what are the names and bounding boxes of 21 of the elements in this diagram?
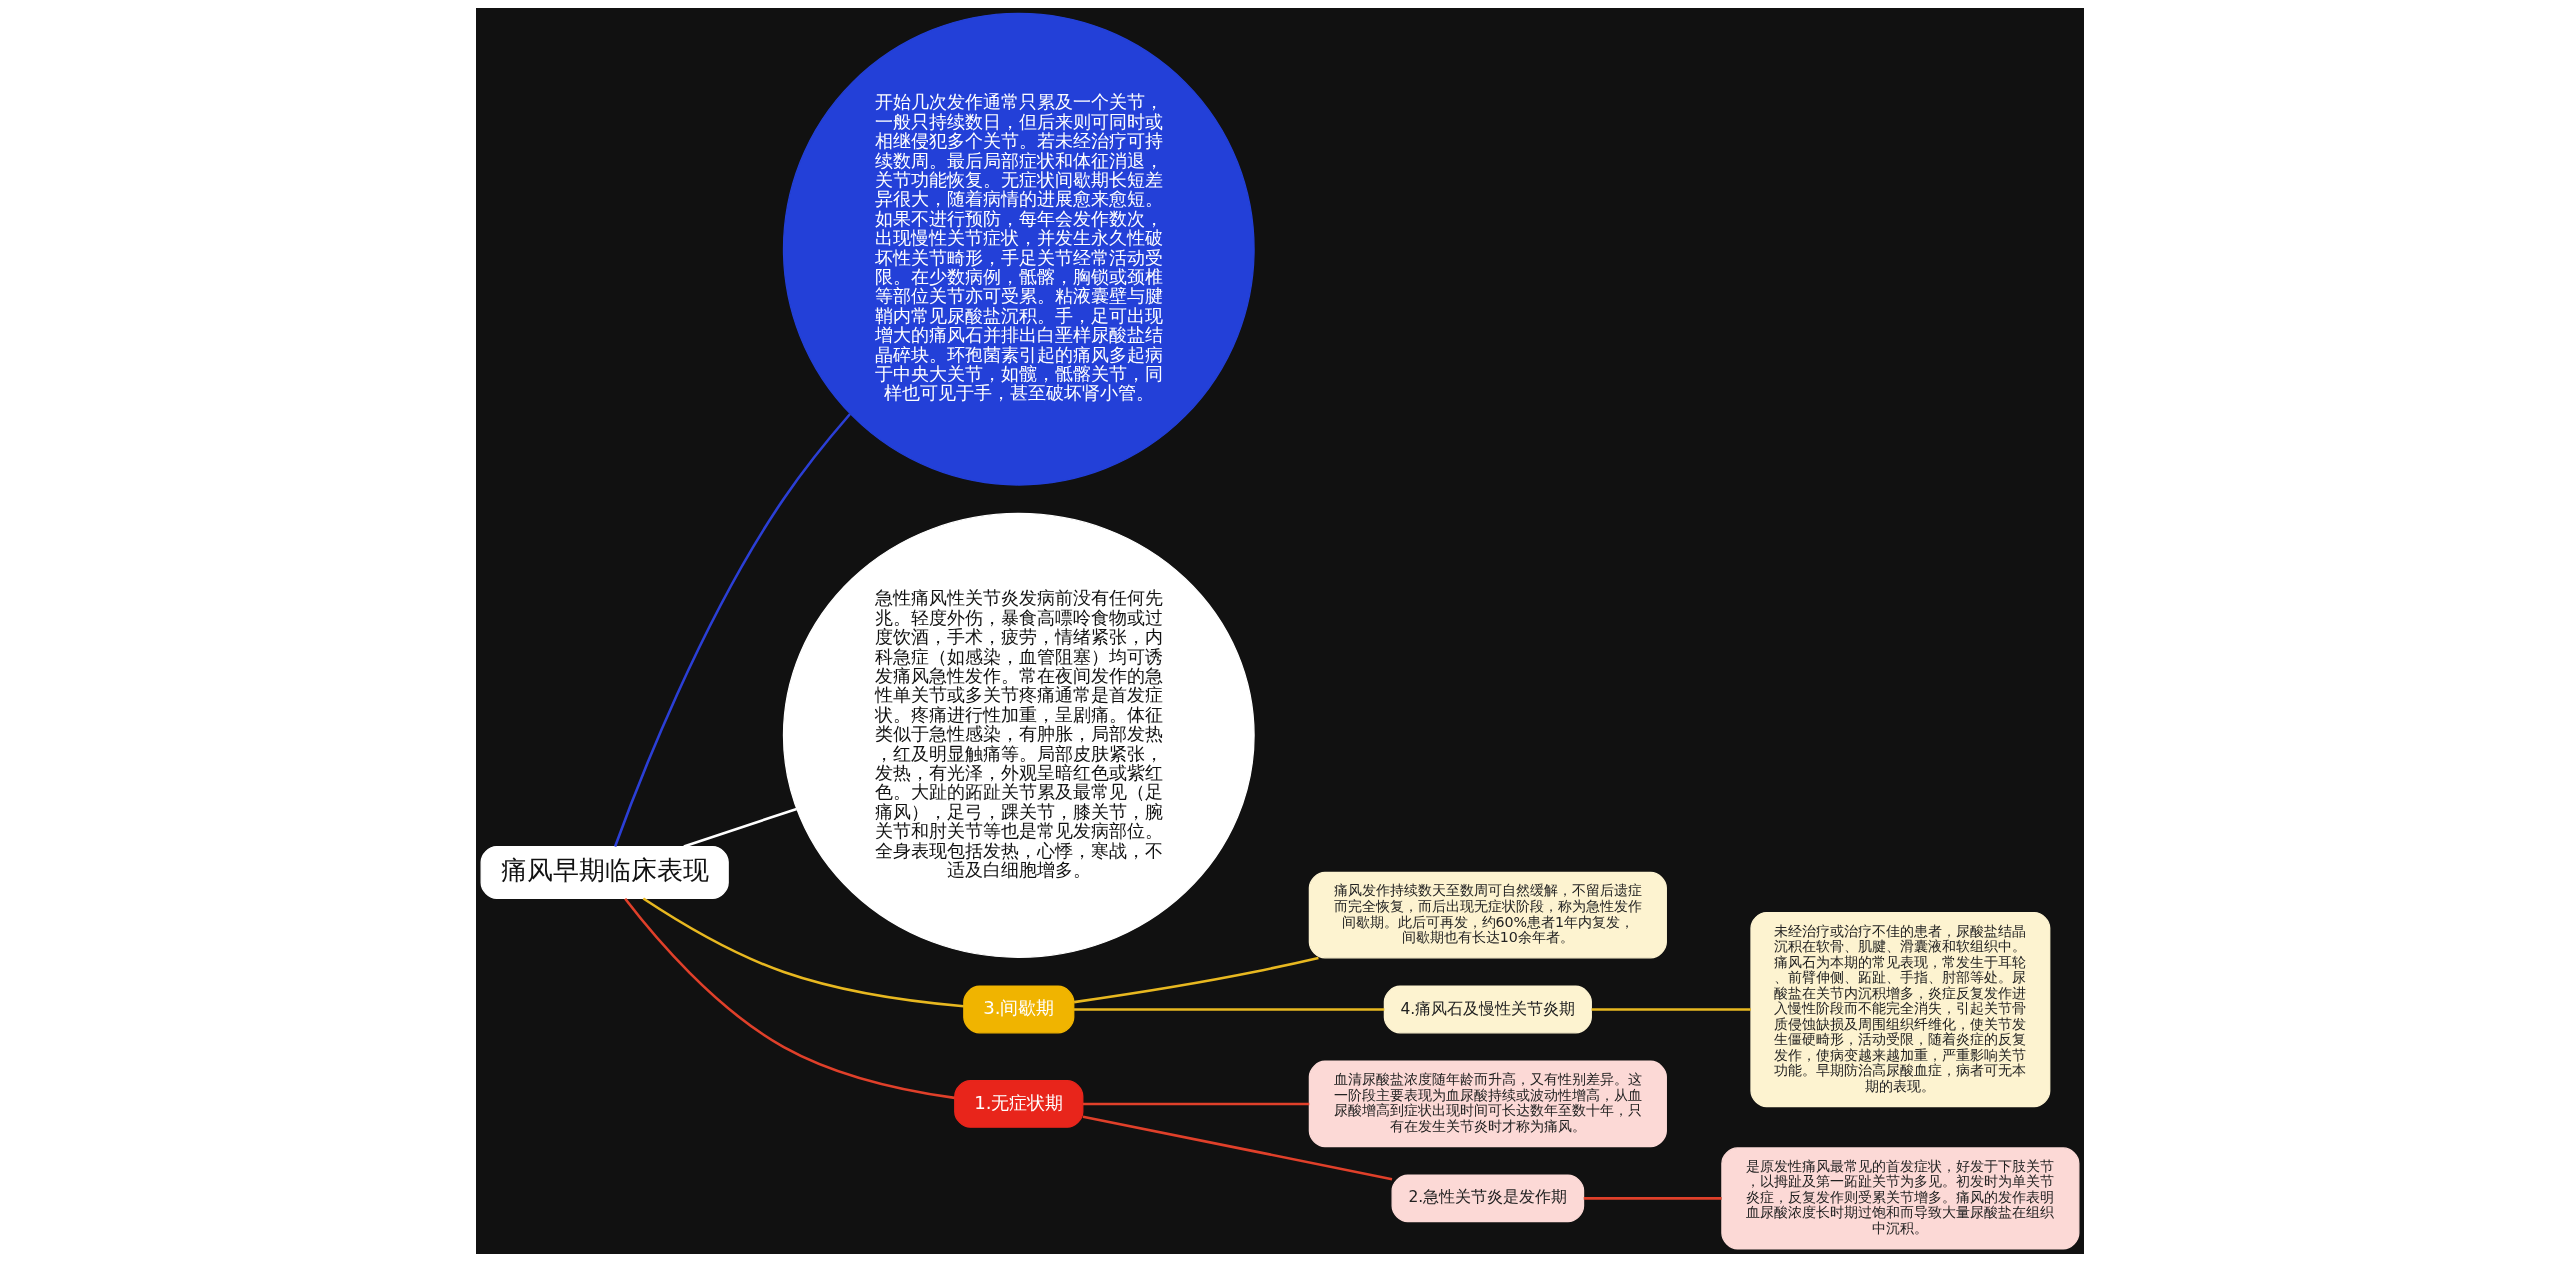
node-box: 血清尿酸盐浓度随年龄而升高，又有性别差异。这一阶段主要表现为血尿酸持续或波动性增高，从血尿酸增高到症状出现时间可长达数年至数十年，只有在发生关节炎时才称为痛风。 (1308, 1060, 1667, 1148)
connector (1074, 1008, 1385, 1011)
node-box: 是原发性痛风最常见的首发症状，好发于下肢关节，以拇趾及第一跖趾关节为多见。初发时为单关节炎症，反复发作则受累关节增多。痛风的发作表明血尿酸浓度长时期过饱和而导致大量尿酸盐在组织中沉积。 (1721, 1147, 2080, 1250)
node-box: 未经治疗或治疗不佳的患者，尿酸盐结晶沉积在软骨、肌腱、滑囊液和软组织中。痛风石为本期的常见表现，常发生于耳轮、前臂伸侧、跖趾、手指、肘部等处。尿酸盐在关节内沉积增多，炎症反复发作进入慢性阶段而不能完全消失，引起关节骨质侵蚀缺损及周围组织纤维化，使关节发生僵硬畸形，活动受限，随着炎症的反复发作，使病变越来越加重，严重影响关节功能。早期防治高尿酸血症，病者可无本期的表现。 (1750, 911, 2051, 1108)
node-box: 4.痛风石及慢性关节炎期 (1383, 985, 1592, 1034)
connector (642, 897, 964, 1008)
connector (613, 413, 851, 847)
connector (1591, 1008, 1751, 1011)
node-box: 1.无症状期 (954, 1080, 1084, 1128)
connector (1583, 1197, 1722, 1200)
node-box: 痛风早期临床表现 (480, 845, 729, 899)
node-box: 痛风发作持续数天至数周可自然缓解，不留后遗症而完全恢复，而后出现无症状阶段，称为急性发作间歇期。此后可再发，约60%患者1年内复发，间歇期也有长达10余年者。 (1308, 871, 1667, 959)
connector (683, 807, 798, 848)
connector (1073, 956, 1319, 1004)
connector (1082, 1115, 1393, 1181)
node-circle: 开始几次发作通常只累及一个关节，一般只持续数日，但后来则可同时或相继侵犯多个关节。若未经治疗可持续数周。最后局部症状和体征消退，关节功能恢复。无症状间歇期长短差异很大，随着病情的进展愈来愈短。如果不进行预防，每年会发作数次，出现慢性关节症状，并发生永久性破坏性关节畸形，手足关节经常活动受限。在少数病例，骶髂，胸锁或颈椎等部位关节亦可受累。粘液囊壁与腱鞘内常见尿酸盐沉积。手，足可出现增大的痛风石并排出白垩样尿酸盐结晶碎块。环孢菌素引起的痛风多起病于中央大关节，如髋，骶髂关节，同样也可见于手，甚至破坏肾小管。 (782, 12, 1255, 486)
connector (1083, 1102, 1310, 1106)
node-box: 3.间歇期 (963, 985, 1075, 1034)
connector (624, 898, 955, 1100)
node-box: 2.急性关节炎是发作期 (1391, 1174, 1585, 1223)
node-circle: 急性痛风性关节炎发病前没有任何先兆。轻度外伤，暴食高嘌呤食物或过度饮酒，手术，疲劳，情绪紧张，内科急症（如感染，血管阻塞）均可诱发痛风急性发作。常在夜间发作的急性单关节或多关节疼痛通常是首发症状。疼痛进行性加重，呈剧痛。体征类似于急性感染，有肿胀，局部发热，红及明显触痛等。局部皮肤紧张，发热，有光泽，外观呈暗红色或紫红色。大趾的跖趾关节累及最常见（足痛风），足弓，踝关节，膝关节，腕关节和肘关节等也是常见发病部位。全身表现包括发热，心悸，寒战，不适及白细胞增多。 (782, 512, 1255, 958)
